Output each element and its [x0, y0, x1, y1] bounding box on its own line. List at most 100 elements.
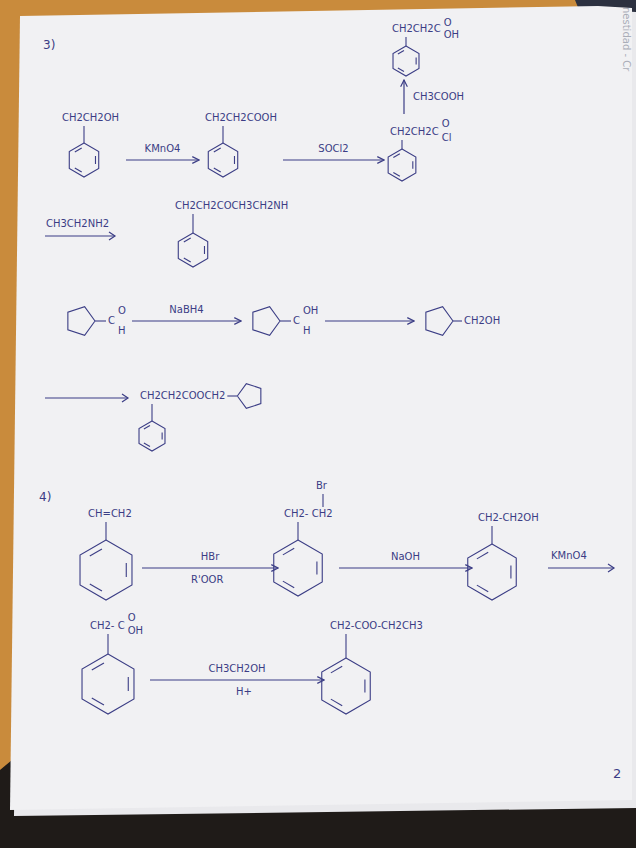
- reaction-arrows: [45, 232, 614, 572]
- formula-text: CH2OH: [464, 315, 500, 327]
- bond-line: [322, 494, 323, 507]
- molecule: COH: [62, 305, 126, 337]
- benzene-ring: [468, 544, 516, 600]
- molecule: CH2CH2COCH3CH2NH: [175, 200, 289, 267]
- formula-text: OH: [303, 305, 318, 317]
- reaction-arrow: [45, 397, 128, 398]
- benzene-ring: [208, 143, 237, 177]
- benzene-ring: [322, 658, 370, 714]
- formula-text: CH2CH2C: [390, 126, 439, 138]
- formula-text: C: [293, 315, 300, 327]
- molecule: CH2-CH2OH: [478, 512, 539, 600]
- bond-line: [345, 634, 346, 658]
- double-bond: [95, 156, 96, 164]
- bond-line: [491, 526, 492, 544]
- structure-drawing: [90, 612, 91, 613]
- note-text: KMnO4: [550, 550, 588, 562]
- bond-line: [405, 37, 406, 46]
- reagent-label: CH3COOH: [412, 91, 465, 103]
- molecule: CH2CH2CO Cl: [390, 118, 452, 181]
- formula-text: CH2- CH2: [284, 508, 333, 520]
- arrow-head: [608, 564, 614, 572]
- bond-line: [453, 320, 462, 321]
- double-bond: [331, 699, 342, 706]
- molecule: CH2OH: [420, 305, 501, 336]
- background-print: nestidad - Cr: [620, 6, 632, 72]
- formula-text: OH: [128, 625, 143, 637]
- note-text: 4): [38, 490, 52, 505]
- benzene-ring: [178, 233, 207, 267]
- formula-text: O: [118, 305, 126, 317]
- molecule: CH=CH2: [88, 508, 136, 600]
- bond-line: [83, 126, 84, 143]
- double-bond: [398, 68, 404, 72]
- double-bond: [283, 548, 294, 555]
- double-bond: [126, 563, 127, 577]
- formula-text: Br: [316, 480, 327, 492]
- double-bond: [234, 156, 235, 164]
- bond-line: [95, 320, 106, 321]
- double-bond: [128, 677, 129, 691]
- reaction-arrow: [325, 320, 414, 321]
- bond-line: [107, 634, 108, 654]
- formula-text: CH=CH2: [88, 508, 132, 520]
- double-bond: [331, 666, 342, 673]
- cyclopentane-ring: [237, 384, 261, 409]
- formula-text: OH: [444, 29, 459, 41]
- molecule: CH2CH2COOH: [392, 17, 460, 76]
- formula-text: O: [442, 118, 450, 130]
- bond-line: [280, 320, 291, 321]
- reagent-label: NaOH: [390, 551, 421, 563]
- reaction-arrow: [132, 320, 241, 321]
- double-bond: [393, 154, 399, 158]
- molecule: CH2CH2OH: [62, 112, 120, 177]
- structure-drawing: [390, 118, 391, 119]
- reaction-arrow: [45, 235, 115, 236]
- formula-text: CH2CH2COCH3CH2NH: [175, 200, 288, 212]
- reagent-label: CH3CH2OH: [207, 663, 266, 675]
- formula-text: H: [118, 325, 126, 337]
- double-bond: [477, 585, 488, 592]
- formula-text: O: [444, 17, 452, 29]
- note-text: 2: [612, 766, 622, 782]
- molecule: CH2CH2COOH: [205, 112, 277, 177]
- molecule: BrCH2- CH2: [284, 480, 333, 596]
- double-bond: [510, 565, 511, 578]
- double-bond: [144, 425, 150, 429]
- formula-text: CH2-COO-CH2CH3: [330, 620, 423, 632]
- double-bond: [364, 679, 365, 692]
- reagent-label: KMnO4: [144, 143, 182, 155]
- benzene-ring: [274, 540, 322, 596]
- double-bond: [90, 584, 102, 591]
- double-bond: [90, 549, 102, 556]
- molecule: CH2-COO-CH2CH3: [330, 620, 423, 714]
- cyclopentane-ring: [426, 307, 453, 336]
- note-text: H+: [235, 686, 253, 698]
- note-text: R'OOR: [190, 574, 224, 586]
- double-bond: [75, 168, 82, 172]
- reagent-label: NaBH4: [168, 304, 204, 316]
- double-bond: [184, 258, 191, 262]
- bond-line: [151, 404, 152, 421]
- double-bond: [162, 432, 163, 439]
- structure-drawing: [420, 305, 421, 306]
- cyclopentane-ring: [253, 307, 280, 336]
- molecule: CH2CH2COOCH2: [140, 390, 264, 451]
- reaction-arrow: [283, 159, 384, 160]
- formula-text: Cl: [442, 132, 452, 144]
- double-bond: [75, 148, 82, 152]
- formula-text: CH2CH2COOCH2: [140, 390, 225, 402]
- formula-text: CH2CH2C: [392, 23, 441, 35]
- double-bond: [204, 246, 205, 254]
- formula-text: O: [128, 612, 136, 624]
- double-bond: [92, 663, 104, 670]
- reaction-arrow: [142, 567, 278, 568]
- formula-text: CH2- C: [90, 620, 125, 632]
- reaction-arrow: [150, 679, 324, 680]
- molecule: COHH: [247, 305, 319, 337]
- arrow-head: [122, 394, 128, 402]
